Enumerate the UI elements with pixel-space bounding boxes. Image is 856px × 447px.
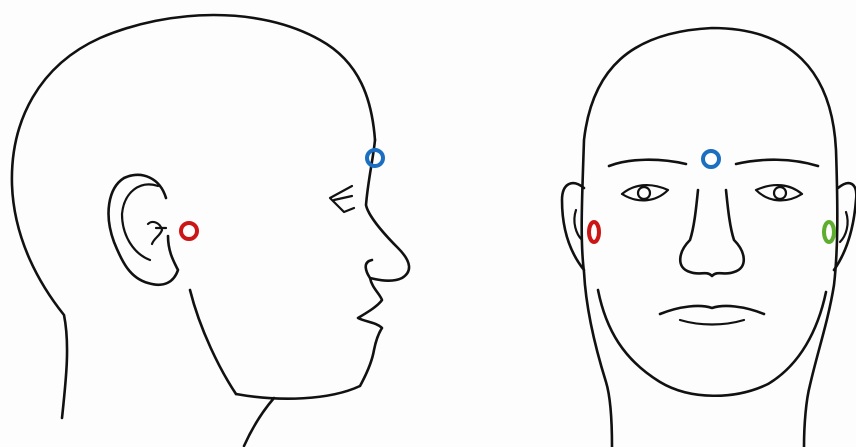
front-right-cheek-marker [589,222,599,242]
front-iris-right [774,187,786,199]
front-left-cheek-marker [824,222,834,242]
front-nose [680,190,744,276]
front-view-head [562,28,856,447]
side-ear-inner [122,184,166,260]
side-face-profile [236,140,409,399]
side-ear-marker [181,223,197,239]
front-jaw [598,290,826,396]
front-iris-left [638,187,650,199]
side-view-head [12,15,409,446]
side-neck-front [244,398,274,446]
side-eye [330,186,354,212]
front-forehead-marker [703,151,719,167]
side-jaw-line [190,290,236,394]
front-head-outline [582,28,838,447]
front-ear-right-inner [840,212,848,242]
side-head-outline [12,15,375,418]
front-eyebrow-right [736,160,818,166]
front-lower-lip [680,320,744,325]
front-mouth [660,306,764,314]
side-forehead-marker [367,150,383,166]
front-eyebrow-left [609,160,686,166]
side-ear [109,175,178,285]
